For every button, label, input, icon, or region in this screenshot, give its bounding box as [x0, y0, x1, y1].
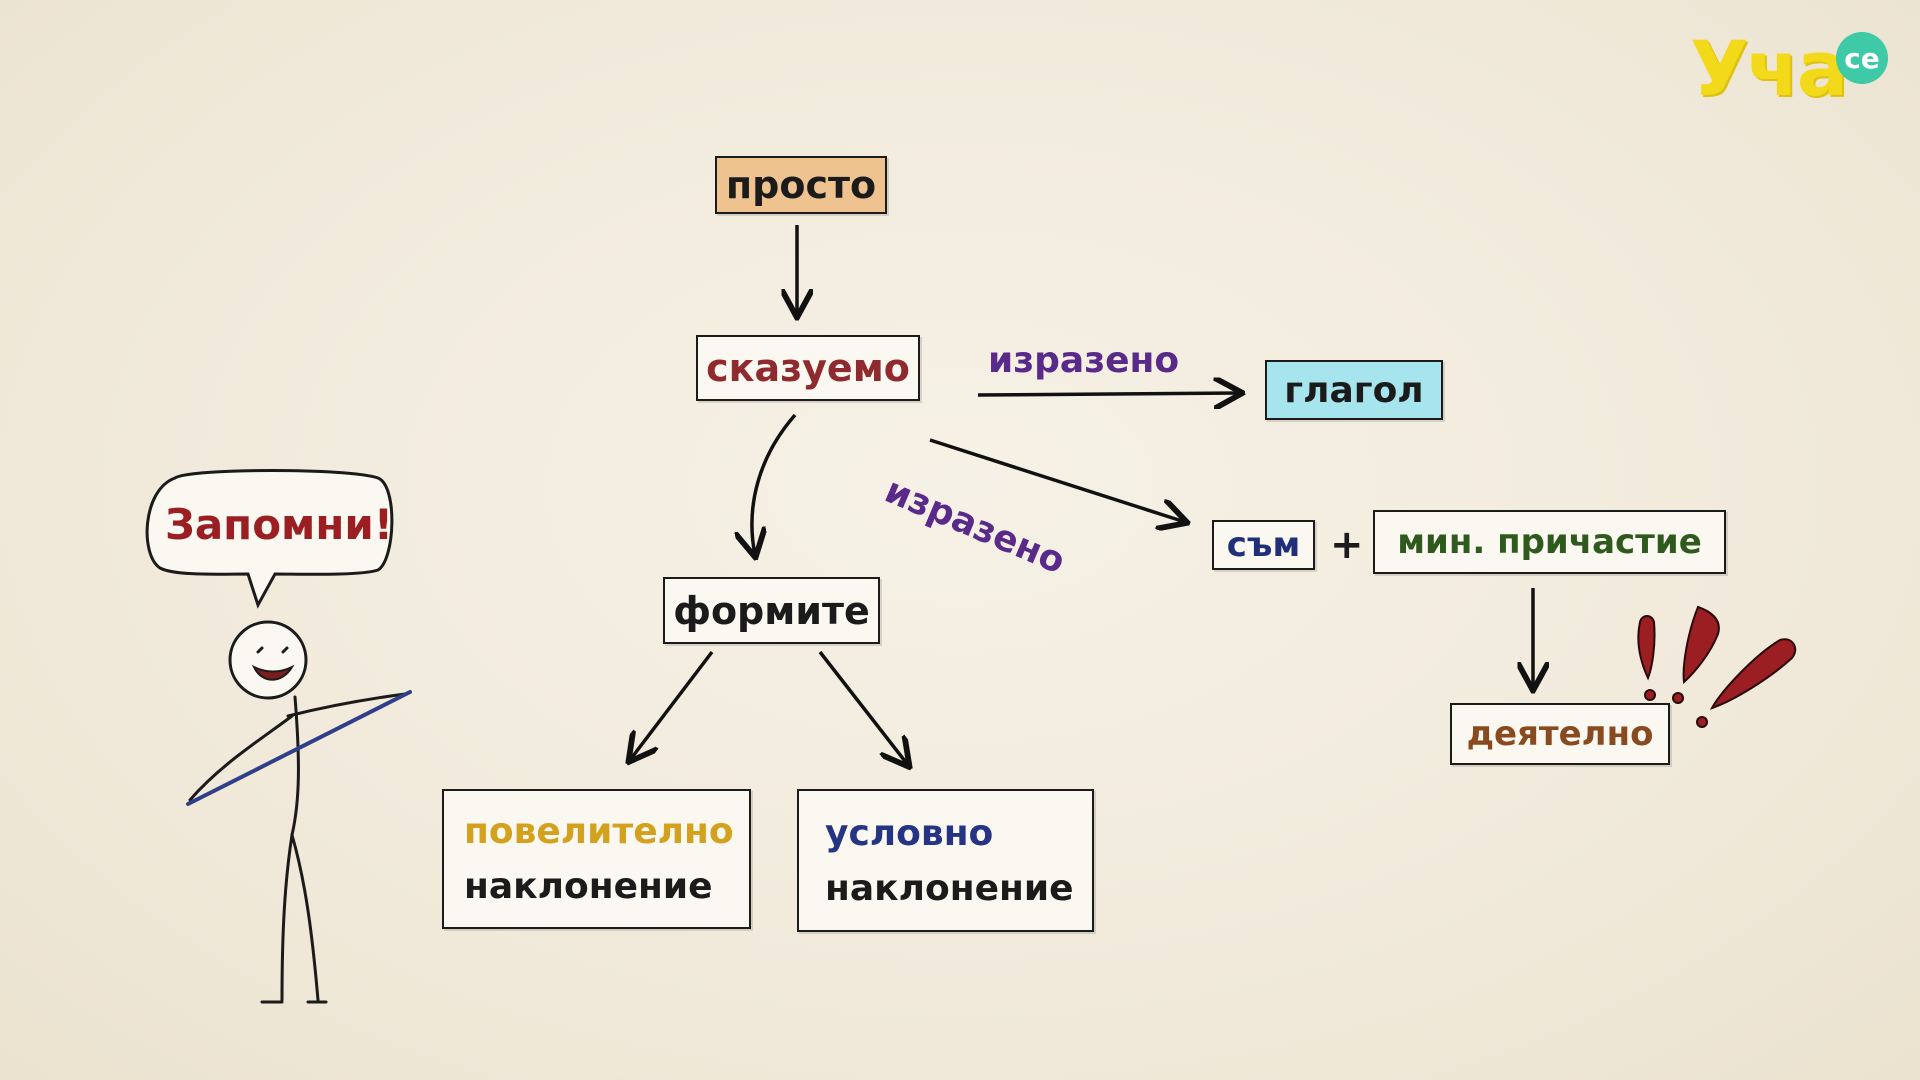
povelitelno-line1: повелително [464, 811, 734, 852]
arrow-skazuemo-formite [752, 413, 797, 555]
node-prosto: просто [715, 156, 887, 214]
node-glagol: глагол [1265, 360, 1443, 420]
figure-mouth [251, 664, 295, 681]
speech-bubble-text: Запомни! [165, 500, 393, 549]
node-deyatelno: деятелно [1450, 703, 1670, 765]
uchase-logo: Уча се [1690, 24, 1888, 113]
arrow-skazuemo-sam [929, 438, 1185, 522]
povelitelno-line2: наклонение [464, 866, 713, 907]
node-min-prichastie: мин. причастие [1373, 510, 1726, 574]
arrow-formite-uslovno [818, 650, 908, 765]
plus-sign: + [1330, 522, 1364, 568]
exclamation-marks-icon [1637, 605, 1797, 728]
arrow-formite-povelitelno [630, 650, 714, 760]
stick-figure [188, 620, 407, 1004]
node-skazuemo: сказуемо [696, 335, 920, 401]
node-sam: съм [1212, 520, 1315, 570]
logo-badge: се [1836, 32, 1888, 84]
pointer-stick [186, 690, 412, 806]
logo-text: Уча [1690, 24, 1848, 113]
figure-head [228, 620, 308, 700]
node-uslovno: условно наклонение [797, 789, 1094, 932]
node-povelitelno: повелително наклонение [442, 789, 751, 929]
edge-label-izrazeno-glagol: изразено [988, 340, 1180, 381]
node-formite: формите [663, 577, 880, 644]
arrow-skazuemo-glagol [977, 393, 1240, 395]
uslovno-line2: наклонение [825, 867, 1074, 909]
speech-bubble-shape [145, 469, 394, 609]
uslovno-line1: условно [825, 812, 994, 854]
